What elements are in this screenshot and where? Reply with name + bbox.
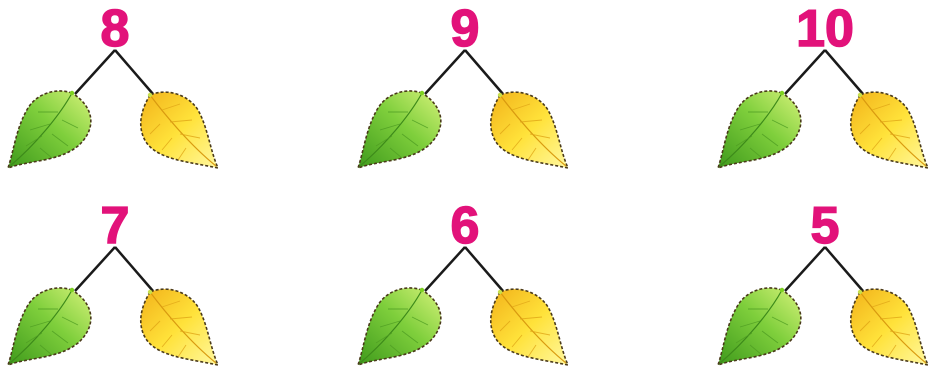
- green-leaf-icon: [358, 288, 441, 365]
- whole-number: 6: [451, 197, 480, 255]
- number-bond-2: 9: [358, 0, 568, 168]
- yellow-leaf-icon: [141, 92, 218, 168]
- whole-number: 5: [811, 197, 840, 255]
- yellow-leaf-icon: [851, 289, 928, 365]
- left-branch-line: [75, 247, 115, 291]
- green-leaf-icon: [8, 288, 91, 365]
- right-branch-line: [115, 50, 153, 94]
- right-branch-line: [115, 247, 153, 291]
- left-branch-line: [785, 247, 825, 291]
- number-bond-3: 10: [718, 0, 928, 168]
- whole-number: 8: [101, 0, 130, 58]
- green-leaf-icon: [718, 91, 801, 168]
- number-bond-6: 5: [718, 197, 928, 365]
- whole-number: 7: [101, 197, 130, 255]
- green-leaf-icon: [718, 288, 801, 365]
- green-leaf-icon: [8, 91, 91, 168]
- number-bond-4: 7: [8, 197, 218, 365]
- yellow-leaf-icon: [491, 289, 568, 365]
- left-branch-line: [75, 50, 115, 94]
- number-bond-5: 6: [358, 197, 568, 365]
- number-bond-1: 8: [8, 0, 218, 168]
- right-branch-line: [465, 247, 503, 291]
- whole-number: 9: [451, 0, 480, 58]
- yellow-leaf-icon: [851, 92, 928, 168]
- left-branch-line: [425, 247, 465, 291]
- right-branch-line: [825, 247, 863, 291]
- yellow-leaf-icon: [141, 289, 218, 365]
- right-branch-line: [465, 50, 503, 94]
- left-branch-line: [425, 50, 465, 94]
- green-leaf-icon: [358, 91, 441, 168]
- yellow-leaf-icon: [491, 92, 568, 168]
- whole-number: 10: [796, 0, 854, 58]
